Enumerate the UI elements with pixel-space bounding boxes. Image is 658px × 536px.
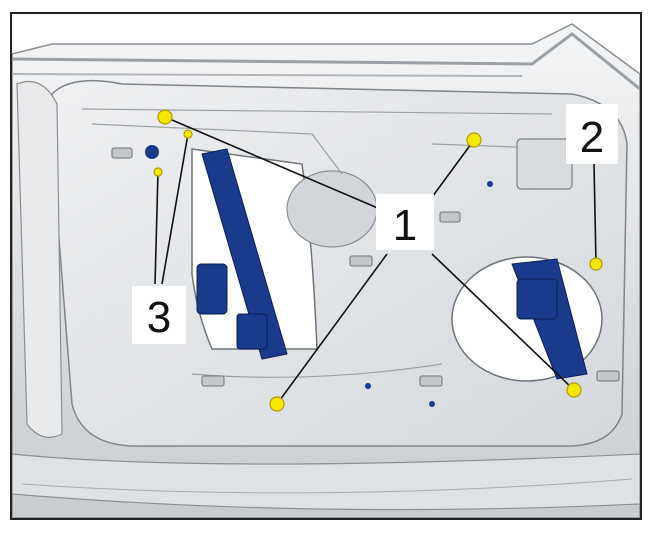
trim-clip-slots xyxy=(111,147,620,387)
bolt-marker-2 xyxy=(589,257,603,271)
bolt-marker-1d xyxy=(566,382,582,398)
bolt-marker-1b xyxy=(466,132,482,148)
door-pillar xyxy=(16,80,63,438)
window-regulator-right xyxy=(511,258,588,380)
door-sill xyxy=(12,453,640,511)
bolt-marker-1a xyxy=(157,109,173,125)
callout-2: 2 xyxy=(566,104,618,164)
door-inner-panel-diagram: 1 2 3 xyxy=(12,23,640,518)
callout-label-3: 3 xyxy=(147,293,171,342)
leader-lines xyxy=(154,116,597,405)
window-regulator-left xyxy=(196,148,288,360)
panel-holes xyxy=(145,145,493,407)
clip-marker-3b xyxy=(153,167,163,177)
callout-label-2: 2 xyxy=(580,113,604,162)
callout-label-1: 1 xyxy=(393,201,417,250)
door-lock-connector xyxy=(516,138,573,190)
speaker-recess xyxy=(286,170,378,248)
callout-1: 1 xyxy=(376,194,434,250)
callout-3: 3 xyxy=(132,286,186,344)
clip-marker-3a xyxy=(183,129,193,139)
bolt-marker-1c xyxy=(269,396,285,412)
window-frame-strip xyxy=(12,32,640,91)
diagram-frame: 1 2 3 xyxy=(10,12,642,520)
